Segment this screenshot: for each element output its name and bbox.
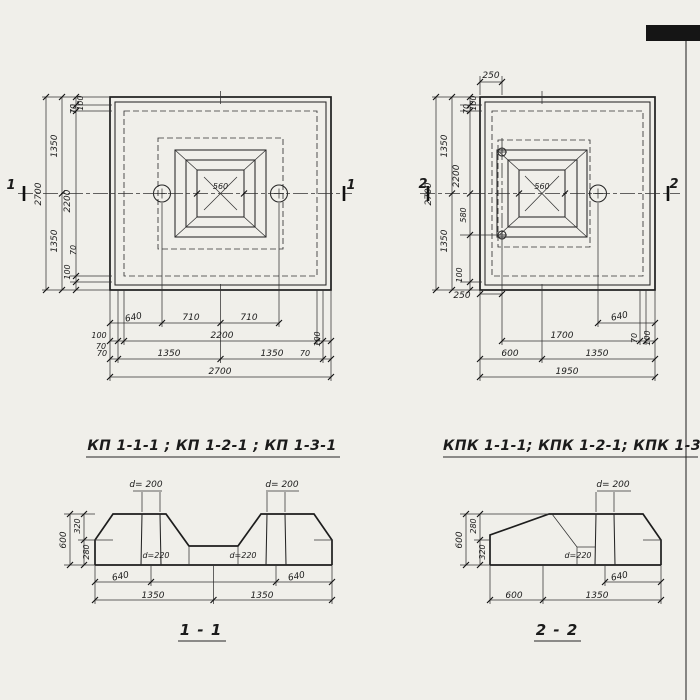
dim-label: 710	[182, 313, 199, 323]
dim-label: 1350	[586, 349, 609, 359]
section-1-outline	[94, 513, 333, 566]
plan-left-dim-ticks	[42, 93, 335, 381]
dim-label: 600	[505, 591, 522, 601]
section-1-dim-ticks	[66, 510, 336, 604]
dim-label: 2200	[211, 331, 234, 341]
frame-black-bar	[646, 25, 700, 41]
dim-label: 1350	[440, 229, 450, 252]
dim-label: 320	[73, 518, 82, 533]
dim-label: 640	[124, 311, 143, 324]
plan-right-view: 2 2 560 250 250 100 70 1350 2700 2200 58…	[418, 71, 680, 381]
dim-label: 1350	[50, 229, 60, 252]
dim-label: 1350	[50, 134, 60, 157]
dim-label: 70	[69, 104, 78, 114]
plan-right-dim-lines	[432, 76, 656, 381]
hole-diameter-label: d=220	[229, 551, 256, 560]
section-1-dim-lines	[64, 513, 333, 604]
dim-label: 70	[97, 349, 107, 358]
section-2-dim-ticks	[462, 510, 665, 604]
dim-label: 70	[69, 245, 78, 255]
dim-label: 280	[469, 518, 478, 533]
dim-label: 2200	[452, 164, 462, 187]
hole-diameter-label: d=220	[142, 551, 169, 560]
dim-label: 1350	[251, 591, 274, 601]
dim-label: 100	[63, 264, 72, 279]
pedestal-corner-edges	[496, 149, 588, 238]
dim-label: 1700	[551, 331, 574, 341]
section-2-2-view: КПК 1-1-1; КПК 1-2-1; КПК 1-3-1 d= 200 6…	[443, 438, 700, 642]
dim-label: 600	[455, 531, 465, 548]
section-1-ledges	[95, 539, 332, 565]
section-line-1-ticks	[22, 186, 346, 201]
section-line-2-ticks	[426, 186, 670, 201]
dim-label: 70	[630, 333, 639, 343]
dim-label: 600	[59, 531, 69, 548]
section-mark: 1	[346, 178, 355, 193]
dim-label: 70	[462, 104, 471, 114]
section-label: 1 - 1	[180, 621, 223, 639]
dim-label: 100	[469, 95, 478, 110]
dim-label: 2700	[424, 182, 434, 205]
dim-label: 640	[610, 310, 629, 323]
section-1-1-view: КП 1-1-1 ; КП 1-2-1 ; КП 1-3-1 d= 200 d=…	[59, 438, 340, 642]
plan-left-dim-lines	[42, 96, 332, 381]
dim-label: 1350	[142, 591, 165, 601]
view-title: КП 1-1-1 ; КП 1-2-1 ; КП 1-3-1	[87, 438, 336, 454]
dim-label: 320	[478, 544, 487, 559]
dim-label: 1350	[261, 349, 284, 359]
sheet-frame	[646, 25, 700, 700]
dim-label: 1350	[586, 591, 609, 601]
section-2-hole-walls	[594, 513, 616, 566]
plan-left-view: 1 1 560 100 70 1350 2700 2200 1350 70 10…	[6, 91, 356, 381]
section-mark: 1	[6, 178, 15, 193]
dim-label: 280	[82, 544, 91, 559]
dim-label: 250	[482, 71, 499, 81]
hole-diameter-label: d= 200	[596, 480, 630, 490]
dim-label: 640	[111, 570, 130, 583]
section-mark: 2	[418, 177, 427, 192]
dim-label: 100	[313, 331, 322, 346]
dim-label: 710	[240, 313, 257, 323]
dim-label: 640	[287, 570, 306, 583]
dim-label: 1950	[556, 367, 579, 377]
dim-label: 560	[534, 182, 549, 191]
section-label: 2 - 2	[536, 621, 579, 639]
dim-label: 100	[643, 330, 652, 345]
dim-label: 1350	[158, 349, 181, 359]
hole-diameter-label: d= 200	[129, 480, 163, 490]
dim-label: 1350	[440, 134, 450, 157]
dim-label: 2700	[209, 367, 232, 377]
dim-label: 100	[455, 267, 464, 282]
dim-label: 100	[76, 95, 85, 110]
hole-diameter-label: d=220	[564, 551, 591, 560]
dim-label: 70	[300, 349, 310, 358]
dim-label: 600	[501, 349, 518, 359]
pedestal-corner-edges	[174, 149, 267, 238]
dim-label: 2200	[63, 189, 73, 212]
dim-label: 580	[459, 207, 468, 222]
hole-diameter-label: d= 200	[265, 480, 299, 490]
plan-right-dim-ticks	[432, 78, 659, 381]
hole-diameter-leaders	[133, 490, 299, 512]
dim-label: 2700	[34, 182, 44, 205]
hole-diameter-leaders	[595, 490, 631, 512]
dim-label: 640	[610, 570, 629, 583]
dim-label: 560	[213, 182, 228, 191]
dim-label: 70	[96, 342, 106, 351]
section-2-ledges	[551, 513, 661, 565]
section-1-hole-walls	[140, 513, 287, 566]
dim-label: 250	[453, 291, 470, 301]
view-title: КПК 1-1-1; КПК 1-2-1; КПК 1-3-1	[443, 438, 700, 454]
dim-label: 100	[91, 331, 106, 340]
section-mark: 2	[669, 177, 678, 192]
